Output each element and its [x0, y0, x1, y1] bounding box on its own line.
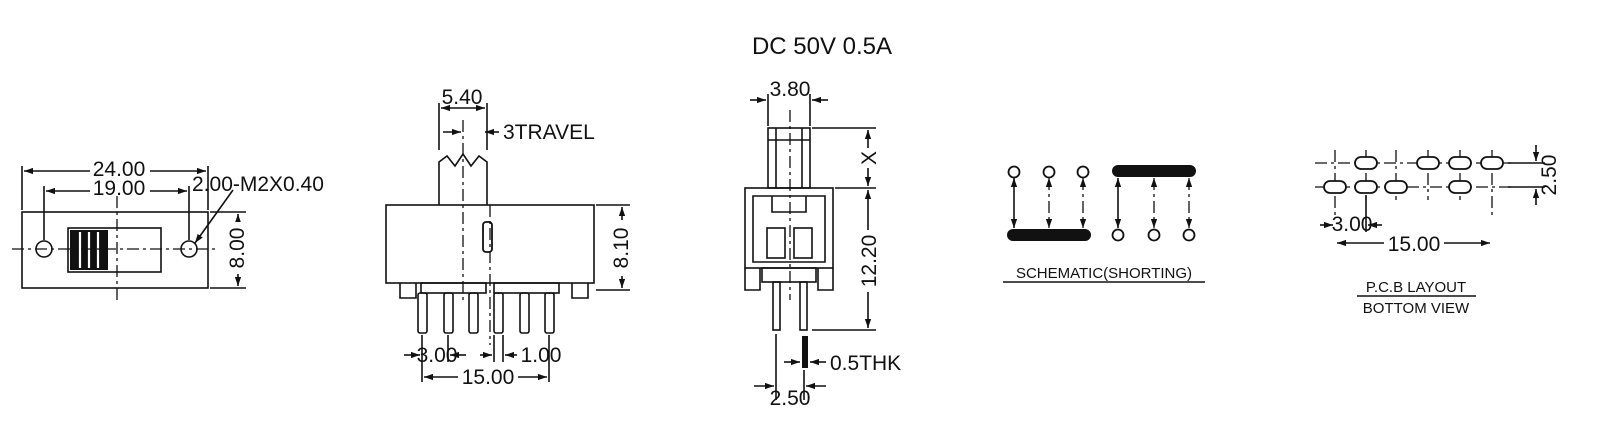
pcb-layout: 2.50 3.00 15.00 P.C.B LAYOUT BOTTOM VIEW [1315, 145, 1561, 317]
shorting-bar [1007, 229, 1091, 241]
dim-height: 8.10 [610, 228, 633, 269]
pin-thickness-mark [802, 336, 808, 368]
dim-travel: 3TRAVEL [503, 121, 595, 144]
dim-thickness: 0.5THK [830, 352, 901, 375]
pcb-pad [1480, 156, 1504, 170]
pcb-dim-row-gap: 2.50 [1538, 155, 1561, 196]
side-pin [772, 281, 781, 331]
pcb-pad [1354, 180, 1378, 194]
side-view: 3.80 X 12.20 0.5THK 2.50 [744, 78, 901, 410]
dim-hole-pitch: 19.00 [93, 177, 146, 200]
terminal [1042, 165, 1056, 179]
shorting-bar [1112, 165, 1196, 177]
schematic: SCHEMATIC(SHORTING) [1003, 165, 1205, 283]
pin [544, 292, 555, 334]
front-view: 5.40 3TRAVEL 8.10 3.00 1.00 15.00 [385, 86, 633, 389]
terminal [1147, 228, 1161, 242]
pin [417, 292, 428, 334]
dim-width: 8.00 [226, 228, 249, 269]
side-body [744, 187, 834, 269]
rating-label: DC 50V 0.5A [752, 33, 892, 60]
side-actuator [767, 127, 811, 189]
pcb-pad [1323, 180, 1347, 194]
side-pin [799, 281, 808, 331]
dim-actuator-width: 5.40 [442, 86, 483, 109]
pcb-pad [1384, 180, 1408, 194]
top-view: 24.00 19.00 2.00-M2X0.40 8.00 [12, 158, 324, 300]
dim-pin-span: 15.00 [462, 366, 515, 389]
pcb-caption-line2: BOTTOM VIEW [1363, 300, 1470, 317]
dim-side-body: 12.20 [858, 235, 881, 288]
dim-pin-gap: 2.50 [770, 387, 811, 410]
pcb-dim-pitch: 3.00 [1332, 213, 1373, 236]
dim-hole-thread: 2.00-M2X0.40 [192, 173, 324, 196]
dim-pin-pitch: 3.00 [417, 344, 458, 367]
terminal [1111, 228, 1125, 242]
dim-pin-width: 1.00 [521, 344, 562, 367]
pcb-pad [1416, 156, 1440, 170]
top-view-housing [21, 211, 209, 289]
pcb-caption-line1: P.C.B LAYOUT [1366, 279, 1466, 296]
dim-side-actuator: 3.80 [770, 78, 811, 101]
schematic-caption: SCHEMATIC(SHORTING) [1016, 265, 1192, 282]
terminal [1076, 165, 1090, 179]
dim-length: 24.00 [93, 158, 146, 181]
pin [468, 292, 479, 334]
pcb-pad [1354, 156, 1378, 170]
pcb-pad [1448, 180, 1472, 194]
slider-window [67, 227, 162, 273]
terminal [1007, 165, 1021, 179]
pcb-pad [1448, 156, 1472, 170]
dim-x: X [858, 151, 881, 165]
pcb-dim-span: 15.00 [1388, 233, 1441, 256]
pin [519, 292, 530, 334]
pin [443, 292, 454, 334]
terminal [1182, 228, 1196, 242]
pin [493, 292, 504, 334]
